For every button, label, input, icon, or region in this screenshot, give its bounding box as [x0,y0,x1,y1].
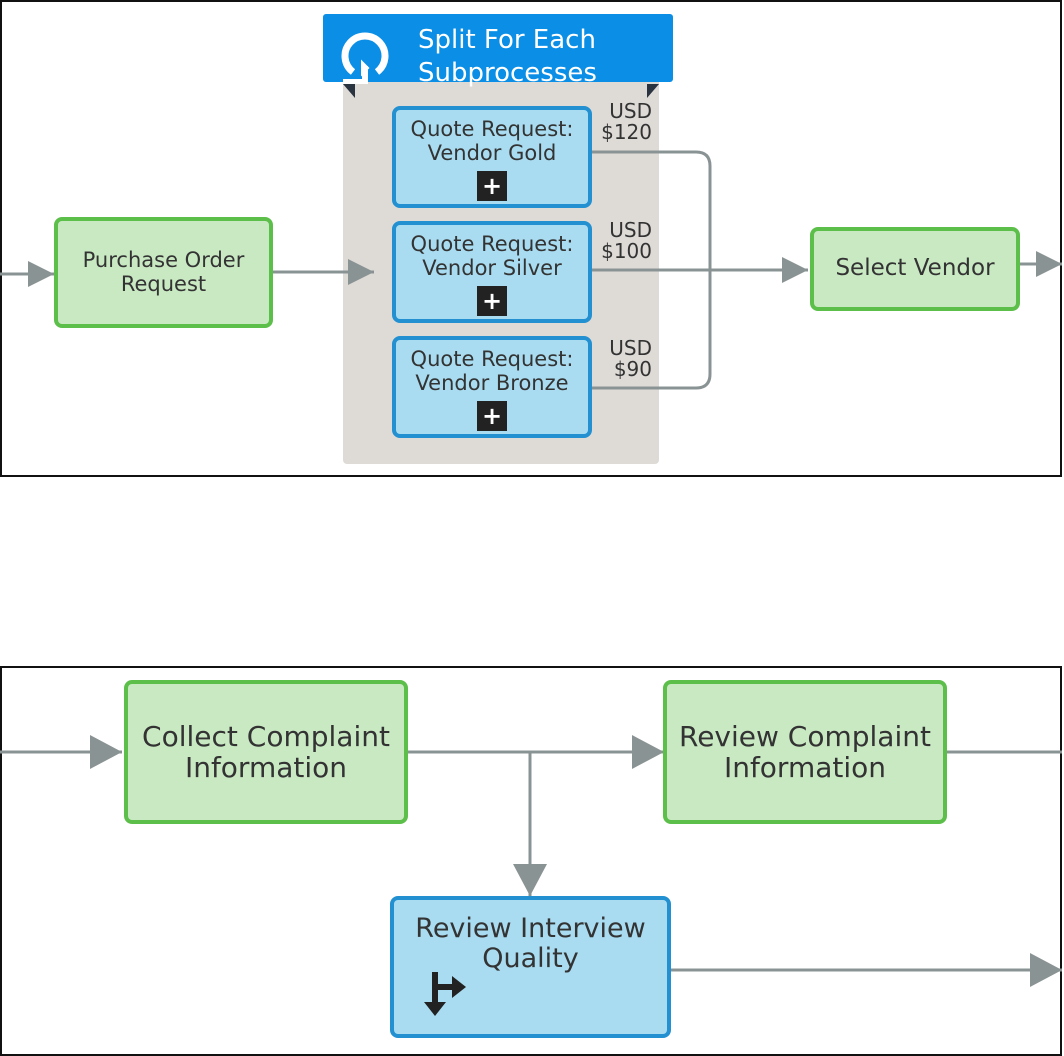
task-label: Review Interview Quality [415,913,646,975]
subprocess-vendor-bronze[interactable]: Quote Request: Vendor Bronze + [392,336,592,438]
split-title: Split For Each Subprocesses [418,25,597,88]
task-collect-complaint-information[interactable]: Collect Complaint Information [124,680,408,824]
price-bronze: USD $90 [609,336,652,381]
plus-icon[interactable]: + [477,171,507,202]
task-purchase-order-request[interactable]: Purchase Order Request [54,217,273,328]
price-gold: USD $120 [601,99,652,144]
task-label: Select Vendor [835,255,995,282]
routing-icon [424,972,466,1016]
task-label: Collect Complaint Information [142,719,390,784]
task-review-complaint-information[interactable]: Review Complaint Information [663,680,947,824]
split-header-tab-right [647,84,659,98]
task-select-vendor[interactable]: Select Vendor [810,227,1020,311]
split-header-tab-left [343,84,355,98]
task-label: Review Complaint Information [679,719,931,784]
price-silver: USD $100 [601,218,652,263]
subprocess-label: Quote Request: Vendor Gold [410,117,574,165]
subprocess-label: Quote Request: Vendor Silver [410,232,574,280]
subprocess-label: Quote Request: Vendor Bronze [410,347,574,395]
task-label: Purchase Order Request [82,247,245,296]
split-for-each-header[interactable]: Split For Each Subprocesses [323,14,673,88]
task-review-interview-quality[interactable]: Review Interview Quality [390,896,671,1038]
plus-icon[interactable]: + [477,286,507,317]
loop-arrow-icon [341,32,389,84]
subprocess-vendor-gold[interactable]: Quote Request: Vendor Gold + [392,106,592,208]
plus-icon[interactable]: + [477,401,507,432]
subprocess-vendor-silver[interactable]: Quote Request: Vendor Silver + [392,221,592,323]
